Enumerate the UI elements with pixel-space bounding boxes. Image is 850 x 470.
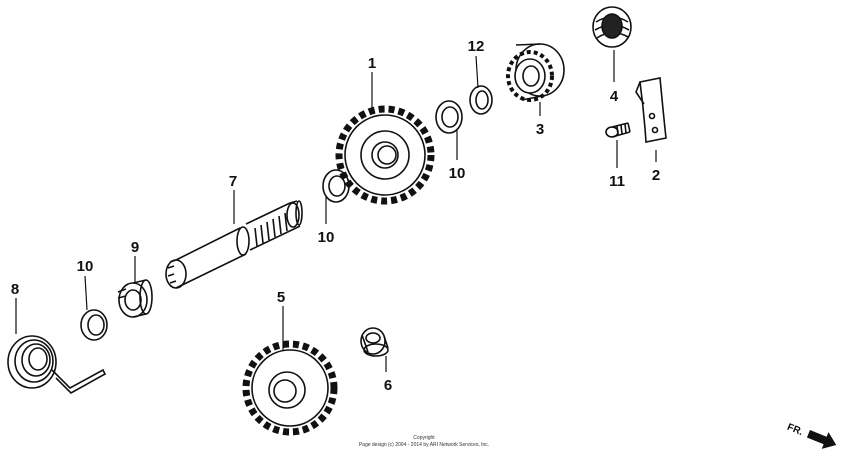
callout-10-left: 10 (77, 258, 94, 275)
part-3-ratchet[interactable] (506, 43, 565, 102)
callout-10-middle: 10 (318, 229, 335, 246)
leader-lines (15, 50, 657, 372)
part-9-collar[interactable] (117, 279, 153, 318)
part-5-idle-gear[interactable] (242, 340, 338, 436)
callout-3: 3 (536, 121, 544, 138)
part-7-spindle[interactable] (165, 200, 303, 289)
callout-7: 7 (229, 173, 237, 190)
part-1-drive-gear[interactable] (335, 105, 435, 205)
part-4-ratchet-spring[interactable] (592, 6, 632, 48)
callout-9: 9 (131, 239, 139, 256)
part-11-bolt[interactable] (605, 122, 631, 138)
callout-2: 2 (652, 167, 660, 184)
front-direction-indicator: FR. (785, 422, 837, 449)
copyright-line-2: Page design (c) 2004 - 2014 by ARI Netwo… (359, 442, 489, 448)
copyright-line-1: Copyright (413, 435, 435, 441)
part-2-stopper-plate[interactable] (635, 77, 667, 143)
callout-1: 1 (368, 55, 376, 72)
callout-8: 8 (11, 281, 19, 298)
part-10-washer-left[interactable] (80, 309, 108, 341)
callout-5: 5 (277, 289, 285, 306)
callout-10-upper: 10 (449, 165, 466, 182)
front-direction-label: FR. (785, 422, 804, 438)
part-8-spring[interactable] (7, 335, 107, 394)
front-arrow-icon (806, 430, 837, 449)
part-10-washer-upper[interactable] (435, 100, 463, 134)
callout-4: 4 (610, 88, 619, 105)
part-6-bushing[interactable] (360, 327, 389, 357)
callout-11: 11 (609, 173, 625, 190)
callout-6: 6 (384, 377, 392, 394)
part-12-circlip[interactable] (469, 85, 493, 115)
callout-12: 12 (468, 38, 485, 55)
